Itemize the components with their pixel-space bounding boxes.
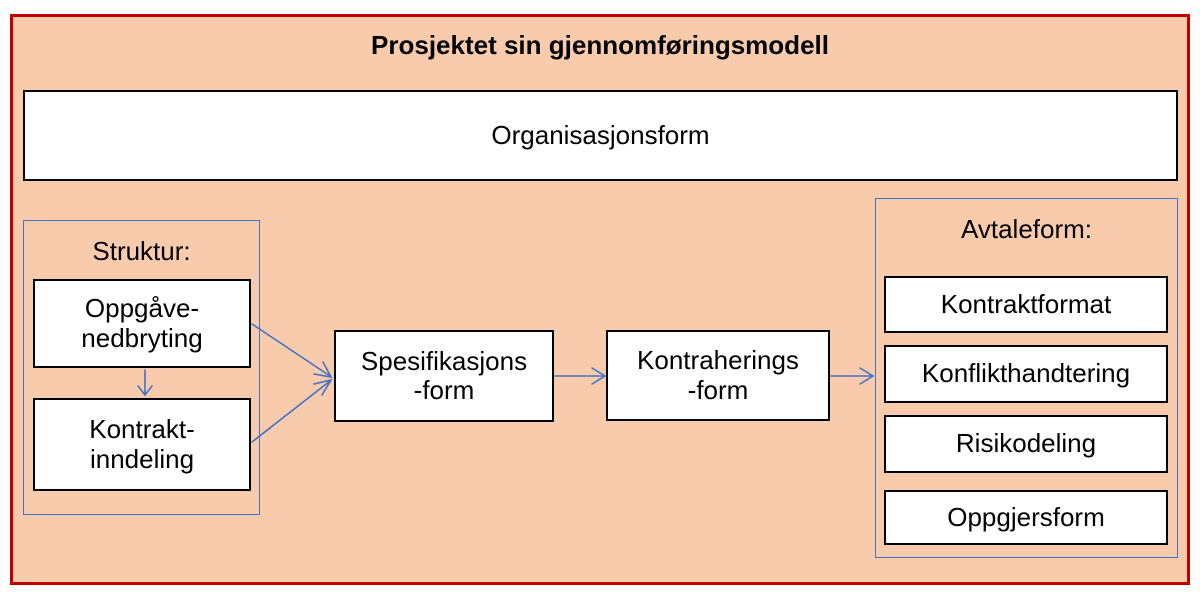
arrow-kontrakt-to-spesifikasjon [251, 378, 333, 443]
oppgjersform-box: Oppgjersform [884, 490, 1168, 545]
diagram-title: Prosjektet sin gjennomføringsmodell [371, 30, 829, 60]
oppgave-nedbryting-box: Oppgåve- nedbryting [33, 279, 251, 368]
konflikthandtering-box: Konflikthandtering [884, 345, 1168, 403]
arrow-spesifikasjon-to-kontrahering [554, 367, 607, 385]
organisation-box: Organisasjonsform [23, 90, 1178, 181]
arrow-oppgave-to-kontrakt [137, 369, 153, 397]
struktur-group [23, 220, 260, 515]
spesifikasjonsform-box: Spesifikasjons -form [334, 330, 554, 422]
struktur-label: Struktur: [92, 236, 191, 266]
arrow-oppgave-to-spesifikasjon [251, 323, 333, 379]
risikodeling-box: Risikodeling [884, 415, 1168, 473]
kontrakt-inndeling-box: Kontrakt- inndeling [33, 398, 251, 491]
kontraktformat-box: Kontraktformat [884, 276, 1168, 333]
kontraheringsform-box: Kontraherings -form [606, 330, 830, 421]
avtaleform-label: Avtaleform: [960, 214, 1092, 244]
avtaleform-group [875, 198, 1178, 558]
arrow-kontrahering-to-avtaleform [830, 367, 875, 385]
